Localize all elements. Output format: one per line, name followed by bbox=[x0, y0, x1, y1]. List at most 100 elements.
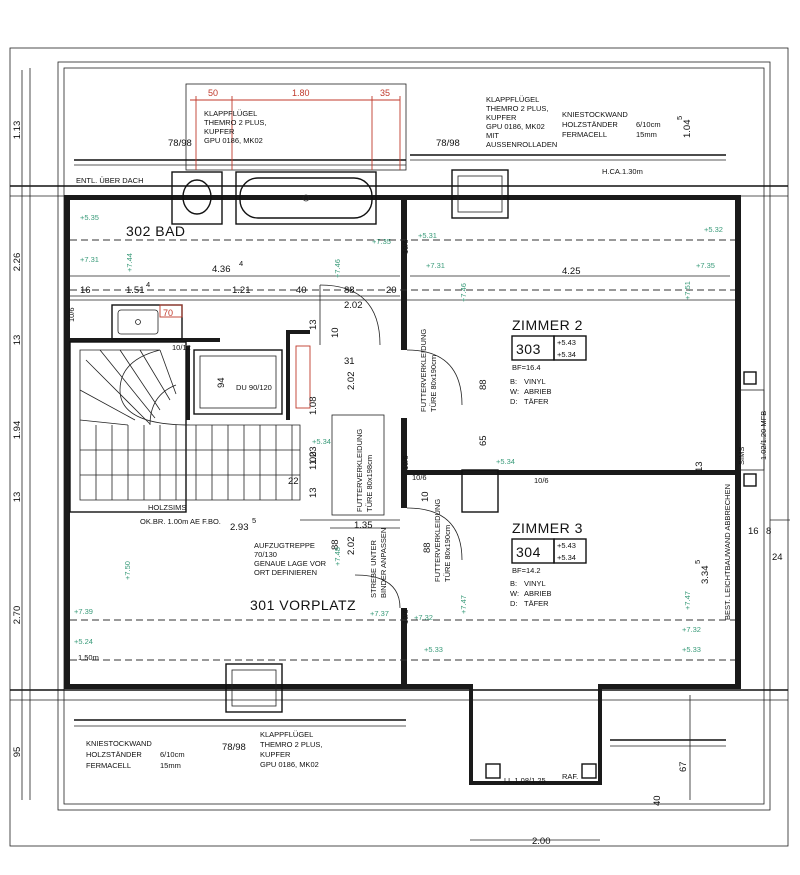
note-klapp-c1: KLAPPFLÜGEL bbox=[260, 730, 313, 739]
z3-number: 304 bbox=[516, 544, 541, 560]
note-klapp-b3: KUPFER bbox=[486, 113, 517, 122]
note-strebe2: BINDER ANPASSEN bbox=[379, 528, 388, 598]
z2-fin-d: D: bbox=[510, 397, 518, 406]
dim-88b: 88 bbox=[478, 379, 489, 390]
left-dimension-chain: 1.13 2.26 13 1.94 13 2.70 95 bbox=[12, 70, 23, 800]
note-aufzug4: ORT DEFINIEREN bbox=[254, 568, 317, 577]
wall-106c: 10/6 bbox=[401, 455, 410, 470]
note-window-b: 78/98 bbox=[436, 138, 460, 149]
dim-88c: 88 bbox=[330, 539, 341, 550]
note-hca: H.CA.1.30m bbox=[602, 167, 643, 176]
note-klapp-c4: GPU 0186, MK02 bbox=[260, 760, 319, 769]
dim-293: 2.93 bbox=[230, 522, 249, 533]
lvl-739: +7.39 bbox=[74, 607, 93, 616]
lvl-747a: +7.47 bbox=[459, 595, 468, 614]
lvl-737: +7.37 bbox=[370, 609, 389, 618]
note-knie-top3: 6/10cm bbox=[636, 120, 661, 129]
note-knie-bot3: 6/10cm bbox=[160, 750, 185, 759]
lvl-750: +7.50 bbox=[123, 561, 132, 580]
z2-fin-b: B: bbox=[510, 377, 517, 386]
note-knie-bot1: KNIESTOCKWAND bbox=[86, 739, 152, 748]
lvl-533b: +5.33 bbox=[682, 645, 701, 654]
dim-8r: 8 bbox=[766, 526, 771, 537]
note-futter2a: FUTTERVERKLEIDUNG bbox=[355, 429, 364, 512]
dim-293-sup: 5 bbox=[252, 516, 256, 525]
z3-fin-d-val: TÄFER bbox=[524, 599, 549, 608]
z3-h1: +5.43 bbox=[557, 541, 576, 550]
room-zimmer2: ZIMMER 2 bbox=[512, 317, 583, 333]
note-sims: SIMS bbox=[737, 447, 746, 465]
dim-40: 40 bbox=[296, 285, 307, 296]
note-knie-top4: FERMACELL bbox=[562, 130, 607, 139]
note-klapp-c3: KUPFER bbox=[260, 750, 291, 759]
lvl-746b: +7.46 bbox=[459, 283, 468, 302]
note-knie-bot4: FERMACELL bbox=[86, 761, 131, 770]
notes: KLAPPFLÜGEL THEMRO 2 PLUS, KUPFER GPU 01… bbox=[67, 95, 768, 785]
dim-20: 20 bbox=[386, 285, 397, 296]
lvl-524: +5.24 bbox=[74, 637, 93, 646]
dim-10a: 10 bbox=[330, 327, 341, 338]
dim-left-5: 13 bbox=[12, 492, 23, 503]
level-marks: +7.35 +5.35 +7.31 +5.31 +7.44 +7.46 +7.3… bbox=[74, 213, 723, 654]
z2-fin-w-val: ABRIEB bbox=[524, 387, 552, 396]
note-futter2b: TÜRE 80x198cm bbox=[365, 455, 374, 512]
note-klapp-a1: KLAPPFLÜGEL bbox=[204, 109, 257, 118]
z2-bf: BF=16.4 bbox=[512, 363, 541, 372]
room-zimmer3: ZIMMER 3 bbox=[512, 520, 583, 536]
note-aufzug3: GENAUE LAGE VOR bbox=[254, 559, 327, 568]
bathroom-fixtures bbox=[111, 171, 377, 415]
staircase bbox=[79, 349, 301, 501]
lvl-531: +5.31 bbox=[418, 231, 437, 240]
note-klapp-b2: THEMRO 2 PLUS, bbox=[486, 104, 549, 113]
dim-left-2: 2.26 bbox=[12, 253, 23, 272]
note-futter3a: FUTTERVERKLEIDUNG bbox=[433, 499, 442, 582]
dim-88a: 88 bbox=[344, 285, 355, 296]
lvl-535a: +5.35 bbox=[80, 213, 99, 222]
dim-16: 16 bbox=[80, 285, 91, 296]
lvl-747b: +7.47 bbox=[683, 591, 692, 610]
dim-13a: 13 bbox=[308, 319, 319, 330]
z3-h2: +5.34 bbox=[557, 553, 576, 562]
walls bbox=[64, 195, 741, 785]
note-aufzug1: AUFZUGTREPPE bbox=[254, 541, 315, 550]
lvl-732: +7.32 bbox=[414, 613, 433, 622]
z3-fin-b-val: VINYL bbox=[524, 579, 546, 588]
lvl-748: +7.48 bbox=[333, 547, 342, 566]
z3-fin-w: W: bbox=[510, 589, 519, 598]
lvl-746: +7.46 bbox=[333, 259, 342, 278]
dim-24: 24 bbox=[772, 552, 783, 563]
note-strebe1: STREBE UNTER bbox=[369, 539, 378, 598]
dim-436-sup: 4 bbox=[239, 259, 243, 268]
wall-106d: 10/6 bbox=[401, 609, 410, 624]
note-knie-bot5: 15mm bbox=[160, 761, 181, 770]
dim-40b: 40 bbox=[652, 795, 663, 806]
note-du: DU 90/120 bbox=[236, 383, 272, 392]
lvl-534b: +5.34 bbox=[496, 457, 515, 466]
z2-number: 303 bbox=[516, 341, 541, 357]
note-klapp-b6: AUSSENROLLADEN bbox=[486, 140, 557, 149]
dim-100: 1.00 bbox=[308, 452, 319, 471]
wall-106b: 10/6 bbox=[401, 239, 410, 254]
note-klapp-b5: MIT bbox=[486, 131, 499, 140]
note-klapp-c2: THEMRO 2 PLUS, bbox=[260, 740, 323, 749]
wall-1012: 10/12 bbox=[172, 343, 191, 352]
z2-fin-b-val: VINYL bbox=[524, 377, 546, 386]
note-window-a: 78/98 bbox=[168, 138, 192, 149]
dim-135: 1.35 bbox=[354, 520, 373, 531]
z2-h2: +5.34 bbox=[557, 350, 576, 359]
room-labels: 302 BAD 301 VORPLATZ ZIMMER 2 ZIMMER 3 3… bbox=[126, 223, 587, 613]
top-windows bbox=[74, 83, 726, 219]
dim-202b: 2.02 bbox=[346, 372, 357, 391]
note-knie-bot2: HOLZSTÄNDER bbox=[86, 750, 142, 759]
lvl-533: +5.33 bbox=[424, 645, 443, 654]
lvl-744: +7.44 bbox=[125, 253, 134, 272]
dim-left-7: 95 bbox=[12, 747, 23, 758]
room-bad: 302 BAD bbox=[126, 223, 186, 239]
note-klapp-a4: GPU 0186, MK02 bbox=[204, 136, 263, 145]
kneestock-lines bbox=[70, 239, 735, 661]
z3-fin-d: D: bbox=[510, 599, 518, 608]
dim-121: 1.21 bbox=[232, 285, 251, 296]
dim-10b: 10 bbox=[420, 491, 431, 502]
z2-h1: +5.43 bbox=[557, 338, 576, 347]
dim-151-sup: 4 bbox=[146, 280, 150, 289]
